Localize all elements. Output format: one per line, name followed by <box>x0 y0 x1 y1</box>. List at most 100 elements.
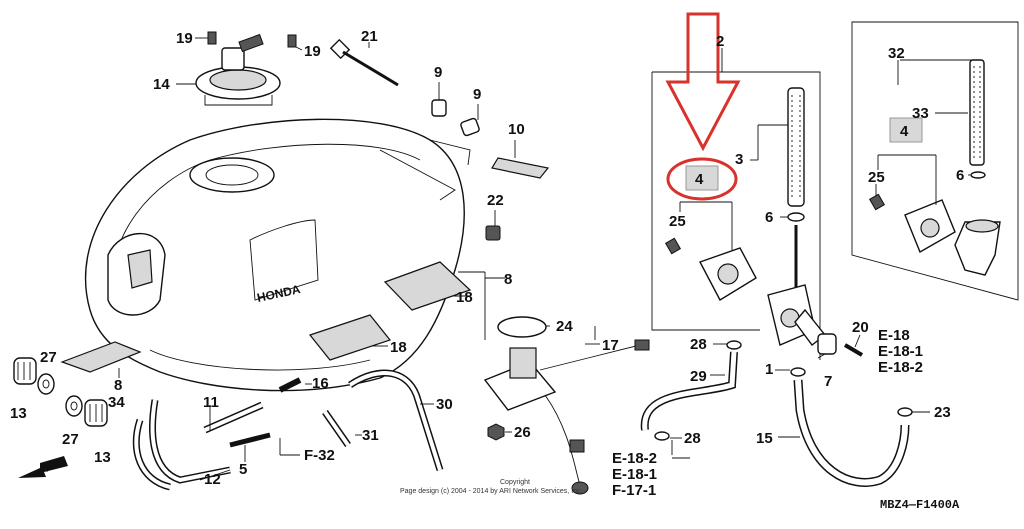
bolt-19-right[interactable] <box>287 34 297 48</box>
label-23: 23 <box>934 404 951 421</box>
label-34: 34 <box>108 394 125 411</box>
o-ring-6-inset[interactable] <box>970 171 986 179</box>
fuel-tank[interactable]: HONDA <box>84 118 471 392</box>
bolt-20[interactable] <box>843 343 864 357</box>
label-3: 3 <box>735 151 743 168</box>
fuel-valve-body[interactable] <box>767 225 826 346</box>
label-26: 26 <box>514 424 531 441</box>
label-15: 15 <box>756 430 773 447</box>
valve-body-inset[interactable] <box>954 219 1001 276</box>
label-5: 5 <box>239 461 247 478</box>
label-27a: 27 <box>40 349 57 366</box>
label-24: 24 <box>556 318 573 335</box>
label-32: 32 <box>888 45 905 62</box>
fuel-valve-group-box <box>651 48 821 360</box>
clip-1[interactable] <box>790 367 806 377</box>
grommet-7[interactable] <box>817 333 837 355</box>
label-28b: 28 <box>684 430 701 447</box>
strainer-33[interactable] <box>969 59 985 166</box>
label-6a: 6 <box>765 209 773 226</box>
label-13a: 13 <box>10 405 27 422</box>
diaphragm-4-inset[interactable] <box>904 199 956 254</box>
label-9b: 9 <box>473 86 481 103</box>
roller-13b[interactable] <box>84 399 108 427</box>
clip-28a[interactable] <box>726 340 742 350</box>
screw-25-inset[interactable] <box>868 193 886 211</box>
part-4-badge-main[interactable] <box>685 165 719 191</box>
pad-8[interactable] <box>60 341 142 373</box>
grommet-9a[interactable] <box>431 99 447 117</box>
strainer-3[interactable] <box>787 87 805 207</box>
label-28a: 28 <box>690 336 707 353</box>
label-33: 33 <box>912 105 929 122</box>
washer-27b[interactable] <box>65 395 83 417</box>
label-8b: 8 <box>114 377 122 394</box>
screw-25[interactable] <box>664 237 682 255</box>
pad-18b[interactable] <box>308 314 392 361</box>
label-8a: 8 <box>504 271 512 288</box>
hose-15[interactable] <box>793 379 910 487</box>
pad-10[interactable] <box>491 157 550 179</box>
grommet-9b[interactable] <box>460 117 480 137</box>
clip-28b[interactable] <box>654 431 670 441</box>
hose-11[interactable] <box>203 401 264 434</box>
label-7: 7 <box>824 373 832 390</box>
ref-f17-1[interactable]: F-17-1 <box>612 482 656 499</box>
label-29: 29 <box>690 368 707 385</box>
label-6b: 6 <box>956 167 964 184</box>
o-ring-24[interactable] <box>497 316 547 338</box>
bolt-21[interactable] <box>329 38 399 87</box>
label-31: 31 <box>362 427 379 444</box>
label-25b: 25 <box>868 169 885 186</box>
front-label: FR. <box>43 458 64 475</box>
diagram-code: MBZ4—F1400A <box>880 498 960 512</box>
label-30: 30 <box>436 396 453 413</box>
label-1: 1 <box>765 361 773 378</box>
hose-31[interactable] <box>322 409 351 448</box>
label-25a: 25 <box>669 213 686 230</box>
ref-e18-1[interactable]: E-18-1 <box>878 343 923 360</box>
label-27b: 27 <box>62 431 79 448</box>
label-21: 21 <box>361 28 378 45</box>
leader-lines <box>118 37 970 481</box>
label-4a: 4 <box>695 171 704 188</box>
label-13b: 13 <box>94 449 111 466</box>
hose-12[interactable] <box>132 399 231 491</box>
part-4-badge-inset[interactable] <box>889 117 923 143</box>
ref-f32[interactable]: F-32 <box>304 447 335 464</box>
hose-30[interactable] <box>348 369 444 472</box>
label-10: 10 <box>508 121 525 138</box>
o-ring-6[interactable] <box>787 212 805 222</box>
nut-26[interactable] <box>487 423 505 441</box>
label-18a: 18 <box>456 289 473 306</box>
ref-e18-2b[interactable]: E-18-2 <box>612 450 657 467</box>
inset-box <box>851 21 1019 301</box>
hose-29[interactable] <box>640 351 738 431</box>
ref-e18-2[interactable]: E-18-2 <box>878 359 923 376</box>
label-17: 17 <box>602 337 619 354</box>
label-11: 11 <box>203 394 219 411</box>
label-9a: 9 <box>434 64 442 81</box>
label-14: 14 <box>153 76 170 93</box>
label-16: 16 <box>312 375 329 392</box>
clip-16[interactable] <box>278 377 302 393</box>
pad-18a[interactable] <box>383 261 472 311</box>
ref-e18-1b[interactable]: E-18-1 <box>612 466 657 483</box>
label-2: 2 <box>716 33 724 50</box>
bolt-22[interactable] <box>485 225 501 241</box>
roller-13a[interactable] <box>13 357 37 385</box>
diaphragm-4[interactable] <box>699 247 757 301</box>
washer-27a[interactable] <box>37 373 55 395</box>
joint-5[interactable] <box>229 432 271 448</box>
filler-cap-assembly[interactable] <box>195 33 281 106</box>
label-19a: 19 <box>176 30 193 47</box>
fuel-pump-unit-17[interactable] <box>483 339 650 495</box>
front-arrow <box>18 456 68 478</box>
bolt-19-left[interactable] <box>207 31 217 45</box>
clip-23[interactable] <box>897 407 913 417</box>
label-18b: 18 <box>390 339 407 356</box>
label-4b: 4 <box>900 123 909 140</box>
label-19b: 19 <box>304 43 321 60</box>
ref-e18[interactable]: E-18 <box>878 327 910 344</box>
